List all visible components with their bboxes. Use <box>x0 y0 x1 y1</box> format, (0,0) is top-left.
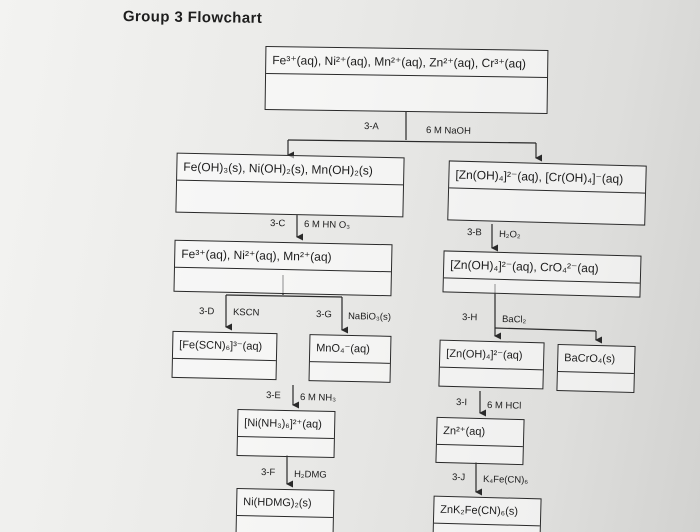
step-3e-id: 3-E <box>265 390 281 402</box>
node-nickel-dmg: Ni(HDMG)₂(s) <box>235 487 335 532</box>
step-3b-reagent: H₂O₂ <box>498 229 521 241</box>
node-initial-cations: Fe³⁺(aq), Ni²⁺(aq), Mn²⁺(aq), Zn²⁺(aq), … <box>264 46 549 114</box>
step-3j-reagent: K₄Fe(CN)₆ <box>482 474 529 486</box>
step-3c-id: 3-C <box>269 218 286 230</box>
node-zinc-ion: Zn²⁺(aq) <box>435 416 525 466</box>
node-barium-chromate: BaCrO₄(s) <box>556 343 636 394</box>
step-3b-id: 3-B <box>466 227 482 239</box>
node-fe-scn-label: [Fe(SCN)₆]³⁻(aq) <box>172 331 277 362</box>
node-nickel-dmg-label: Ni(HDMG)₂(s) <box>236 488 334 519</box>
node-zincate-chromite: [Zn(OH)₄]²⁻(aq), [Cr(OH)₄]⁻(aq) <box>447 160 647 226</box>
step-3d-id: 3-D <box>198 306 215 318</box>
node-nickel-ammine-label: [Ni(NH₃)₆]²⁺(aq) <box>237 409 335 440</box>
node-zincate-chromite-label: [Zn(OH)₄]²⁻(aq), [Cr(OH)₄]⁻(aq) <box>449 161 646 194</box>
step-3i-reagent: 6 M HCl <box>486 400 522 412</box>
node-permanganate: MnO₄⁻(aq) <box>308 334 392 383</box>
step-3j-id: 3-J <box>451 472 466 484</box>
step-3h-reagent: BaCl₂ <box>501 314 527 326</box>
connector-split-3h <box>494 327 597 332</box>
step-3h-id: 3-H <box>461 312 478 324</box>
node-dissolved-cations: Fe³⁺(aq), Ni²⁺(aq), Mn²⁺(aq) <box>173 239 393 297</box>
connector-split-3a <box>287 139 537 144</box>
step-3d-reagent: KSCN <box>232 307 260 319</box>
node-hydroxide-precipitates: Fe(OH)₃(s), Ni(OH)₂(s), Mn(OH)₂(s) <box>175 152 405 218</box>
connector-split-3d-3g <box>225 294 343 298</box>
page-title: Group 3 Flowchart <box>122 8 263 27</box>
step-3a-id: 3-A <box>363 121 379 133</box>
step-3f-reagent: H₂DMG <box>293 469 327 481</box>
node-zincate: [Zn(OH)₄]²⁻(aq) <box>438 339 545 390</box>
node-zinc-ferrocyanide-label: ZnK₂Fe(CN)₆(s) <box>433 496 541 527</box>
node-zincate-label: [Zn(OH)₄]²⁻(aq) <box>439 340 544 371</box>
node-initial-cations-label: Fe³⁺(aq), Ni²⁺(aq), Mn²⁺(aq), Zn²⁺(aq), … <box>266 47 548 78</box>
step-3g-reagent: NaBiO₃(s) <box>347 311 392 323</box>
step-3f-id: 3-F <box>260 467 276 479</box>
node-zincate-chromate-label: [Zn(OH)₄]²⁻(aq), CrO₄²⁻(aq) <box>443 251 641 284</box>
step-3e-reagent: 6 M NH₃ <box>299 392 337 404</box>
node-barium-chromate-label: BaCrO₄(s) <box>557 345 635 374</box>
node-zincate-chromate: [Zn(OH)₄]²⁻(aq), CrO₄²⁻(aq) <box>442 250 642 298</box>
node-hydroxide-precipitates-label: Fe(OH)₃(s), Ni(OH)₂(s), Mn(OH)₂(s) <box>177 153 404 186</box>
step-3a-reagent: 6 M NaOH <box>425 125 471 137</box>
node-dissolved-cations-label: Fe³⁺(aq), Ni²⁺(aq), Mn²⁺(aq) <box>174 240 392 273</box>
node-permanganate-label: MnO₄⁻(aq) <box>309 335 391 364</box>
node-nickel-ammine: [Ni(NH₃)₆]²⁺(aq) <box>236 408 336 459</box>
step-3c-reagent: 6 M HN O₃ <box>303 219 351 231</box>
step-3i-id: 3-I <box>455 397 468 409</box>
node-fe-scn: [Fe(SCN)₆]³⁻(aq) <box>171 330 278 381</box>
step-3g-id: 3-G <box>315 309 332 321</box>
node-zinc-ion-label: Zn²⁺(aq) <box>436 417 524 448</box>
node-zinc-ferrocyanide: ZnK₂Fe(CN)₆(s) <box>432 495 542 532</box>
